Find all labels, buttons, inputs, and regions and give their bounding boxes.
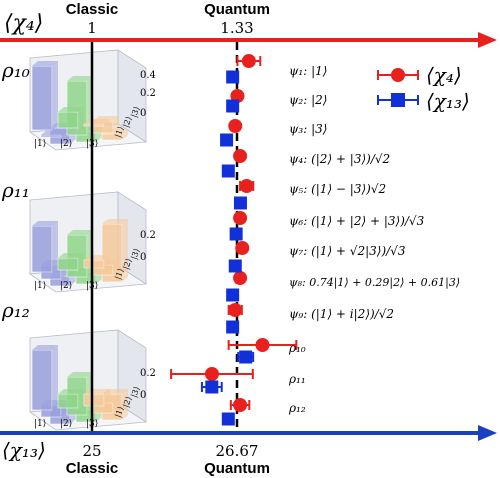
state-label: ψ₉: (|1⟩ + i|2⟩)/√2 [289,307,394,321]
chi4-point [228,119,243,133]
matrix-bar [57,107,84,129]
state-label: ρ₁₁ [288,372,306,386]
density-matrix-title: ρ₁₂ [1,298,30,322]
chi4-point [239,179,255,193]
density-matrix-title: ρ₁₁ [1,178,30,202]
matrix-bar [83,119,110,127]
matrix-bar [83,255,110,269]
chi4-point [235,241,250,255]
matrix-bar [57,253,84,271]
chi13-point [237,350,255,364]
state-label: ρ₁₀ [288,341,306,355]
legend: ⟨χ₄⟩ ⟨χ₁₃⟩ [377,63,470,113]
state-label: ψ₇: (|1⟩ + √2|3⟩)/√3 [289,244,406,258]
matrix-bar [31,345,58,411]
density-matrix-basis-label: |2⟩ [60,419,72,429]
density-matrix-tick: 0.2 [140,230,156,241]
density-matrix-basis-label: |2⟩ [121,257,133,270]
density-matrix-basis-label: |3⟩ [129,385,141,398]
bottom-quantum-value: 26.67 [216,442,259,460]
density-matrix-basis-label: |2⟩ [60,281,72,291]
top-classic-label: Classic [66,1,119,18]
legend-chi13-marker [377,93,419,107]
density-matrix-basis-label: |1⟩ [34,419,46,429]
state-label: ψ₆: (|1⟩ + |2⟩ + |3⟩)/√3 [289,214,425,228]
state-label: ψ₈: 0.74|1⟩ + 0.29|2⟩ + 0.61|3⟩ [289,276,460,290]
density-matrix-tick: 0.2 [140,88,156,99]
top-quantum-value: 1.33 [220,19,253,37]
state-label: ψ₃: |3⟩ [289,122,327,136]
top-axis-arrow [478,32,497,48]
legend-chi4-marker [377,68,419,82]
chi4-point [233,149,248,163]
chi13-point [220,133,234,147]
chi13-point [228,259,242,273]
chi4-point [233,211,248,225]
density-matrix-basis-label: |3⟩ [129,247,141,260]
bottom-axis-label: ⟨χ₁₃⟩ [2,438,46,462]
density-matrix-tick: 0 [140,108,146,119]
matrix-bar [31,61,58,131]
matrix-bar [40,130,67,138]
bottom-axis: ⟨χ₁₃⟩ 25 Classic 26.67 Quantum [0,425,497,477]
density-matrix-basis-label: |2⟩ [121,115,133,128]
top-axis: ⟨χ₄⟩ Classic 1 Quantum 1.33 [0,1,497,48]
density-matrix-basis-label: |2⟩ [60,139,72,149]
bottom-classic-label: Classic [66,460,119,477]
density-matrix-basis-label: |1⟩ [34,139,46,149]
matrix-bar [83,389,110,407]
density-matrix-tick: 0.2 [140,368,156,379]
chi13-point [200,380,223,394]
legend-chi4-label: ⟨χ₄⟩ [426,63,462,87]
chi13-point [226,288,240,302]
data-markers [170,54,298,426]
chi4-point [227,303,243,317]
chi4-point [229,398,251,412]
chi4-point [227,338,298,352]
top-quantum-label: Quantum [204,1,270,18]
state-labels: ψ₁: |1⟩ ψ₂: |2⟩ ψ₃: |3⟩ ψ₄: (|2⟩ + |3⟩)/√2 ψ… [288,64,460,415]
chi13-point [226,99,240,113]
state-label: ψ₁: |1⟩ [289,64,327,78]
density-matrix-basis-label: |2⟩ [121,395,133,408]
chi4-point [170,367,254,381]
density-matrix-basis-label: |1⟩ [113,405,125,418]
density-matrix-basis-label: |3⟩ [129,105,141,118]
chi13-point [221,412,235,426]
chi4-point [236,54,262,68]
density-matrix-tick: 0 [140,252,146,263]
matrix-bar [31,221,58,273]
chi13-point [233,196,247,210]
state-label: ψ₅: (|1⟩ − |3⟩)√2 [289,182,386,196]
density-matrix-tick: 0.4 [140,70,156,81]
density-matrix-basis-label: |1⟩ [113,267,125,280]
density-matrix-title: ρ₁₀ [1,58,30,82]
state-label: ψ₄: (|2⟩ + |3⟩)/√2 [289,152,390,166]
chi4-point [233,271,248,285]
legend-chi13-label: ⟨χ₁₃⟩ [426,89,470,113]
bottom-quantum-label: Quantum [204,460,270,477]
density-matrix-basis-label: |1⟩ [34,281,46,291]
chi13-point [229,227,243,241]
state-label: ψ₂: |2⟩ [289,93,327,107]
chi13-point [221,164,235,178]
density-matrix-basis-label: |1⟩ [113,125,125,138]
density-matrix-tick: 0 [140,390,146,401]
top-classic-value: 1 [87,19,97,37]
bottom-classic-value: 25 [82,442,101,460]
chi13-point [226,70,240,84]
state-label: ρ₁₂ [288,401,306,415]
bottom-axis-arrow [478,425,497,441]
chi13-point [226,320,240,334]
top-axis-label: ⟨χ₄⟩ [4,11,43,36]
matrix-bar [57,389,84,409]
